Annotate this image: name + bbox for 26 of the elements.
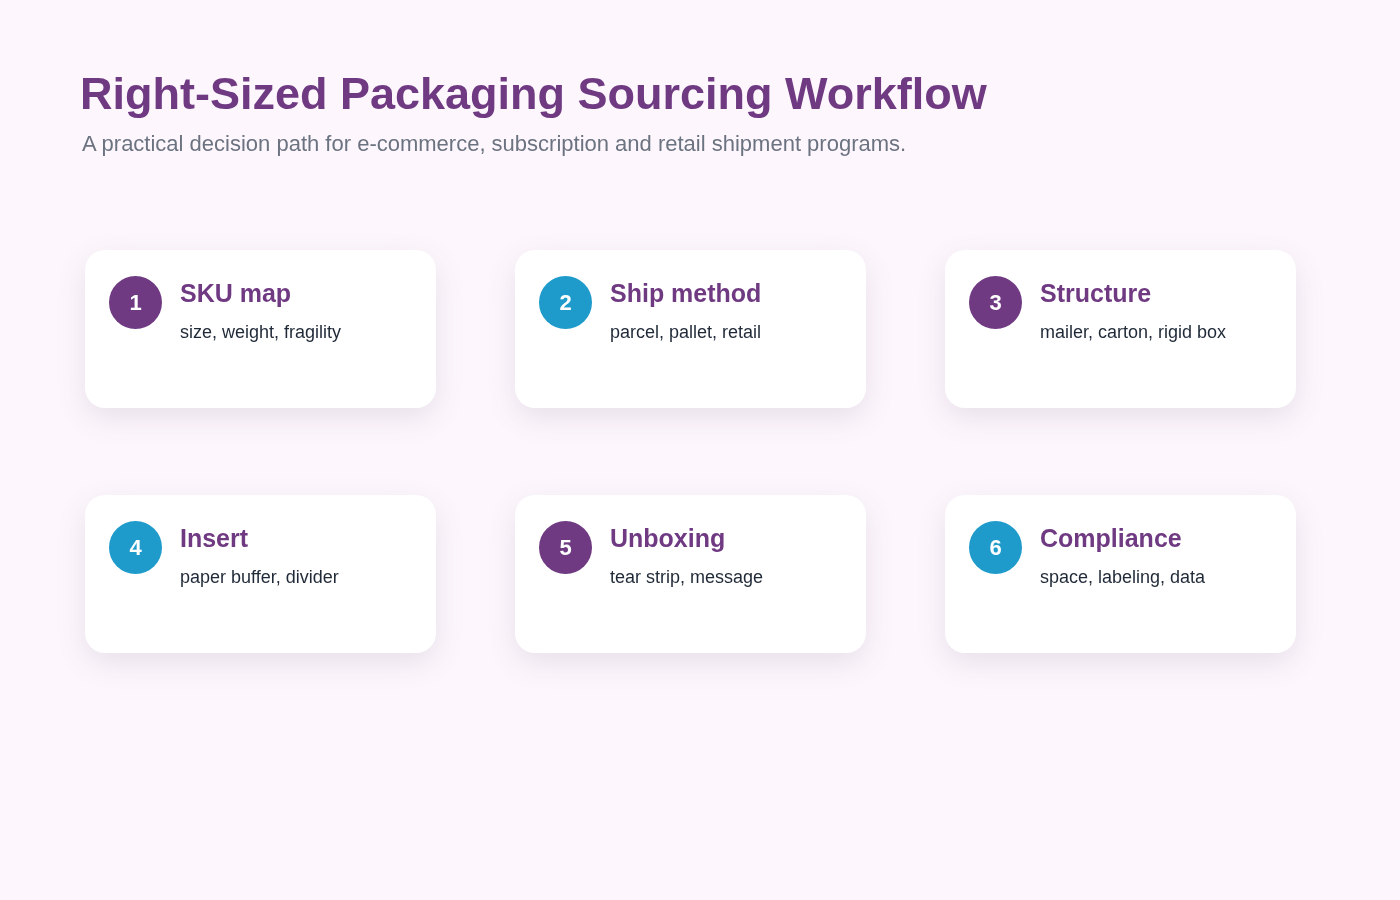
step-card (945, 495, 1296, 653)
step-number: 5 (539, 521, 592, 574)
step-description: size, weight, fragility (180, 322, 342, 343)
step-title: SKU map (180, 279, 292, 308)
step-title: Unboxing (610, 524, 726, 553)
step-description: mailer, carton, rigid box (1040, 322, 1227, 343)
step-title: Compliance (1040, 524, 1182, 553)
step-number: 1 (109, 276, 162, 329)
step-description: parcel, pallet, retail (610, 322, 762, 343)
step-card (515, 495, 866, 653)
page-title: Right-Sized Packaging Sourcing Workflow (80, 68, 987, 120)
step-card (85, 495, 436, 653)
step-number: 6 (969, 521, 1022, 574)
step-title: Structure (1040, 279, 1152, 308)
step-title: Insert (180, 524, 249, 553)
step-title: Ship method (610, 279, 762, 308)
step-number: 3 (969, 276, 1022, 329)
step-card (85, 250, 436, 408)
step-card (515, 250, 866, 408)
step-number: 4 (109, 521, 162, 574)
step-description: tear strip, message (610, 567, 764, 588)
step-card (945, 250, 1296, 408)
step-description: space, labeling, data (1040, 567, 1206, 588)
step-description: paper buffer, divider (180, 567, 339, 588)
subtitle: A practical decision path for e-commerce, subscription and retail shipment programs. (82, 131, 907, 157)
step-number: 2 (539, 276, 592, 329)
